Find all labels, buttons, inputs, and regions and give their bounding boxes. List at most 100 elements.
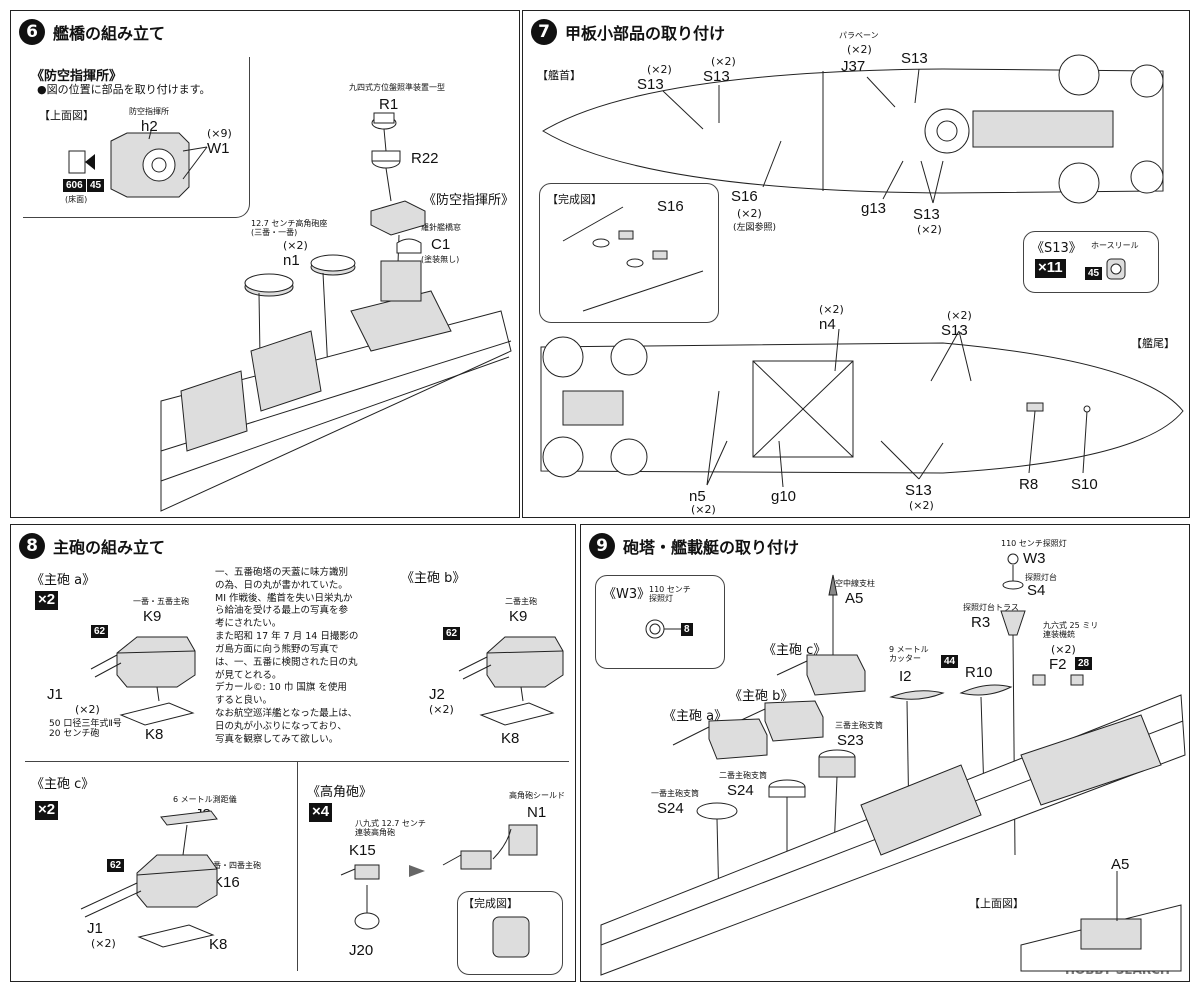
s24b-caption: 一番主砲支筒 (651, 789, 699, 798)
n1-caption: 高角砲シールド (509, 791, 565, 800)
k9-caption: 一番・五番主砲 (133, 597, 189, 606)
part-j37: J37 (841, 58, 866, 75)
divider-line (25, 761, 297, 762)
r1-r22-parts (370, 112, 426, 292)
turret-c-drawing (80, 810, 218, 948)
part-k8: K8 (145, 726, 164, 743)
turret-a-title: 《主砲 a》 (31, 573, 96, 588)
turret-boat-drawing (600, 553, 1186, 976)
j1-multiplier: (×2) (75, 703, 100, 716)
step-number: 7 (531, 19, 557, 45)
hose-reel-icon (1106, 258, 1126, 280)
part-k15: K15 (349, 842, 376, 859)
anti-air-label: 《防空指揮所》 (423, 193, 515, 208)
n1-gun-mounts (244, 254, 356, 422)
s13a-multiplier: (×2) (647, 63, 672, 76)
step-9-panel: 9 砲塔・艦載艇の取り付け 《W3》 110 センチ 探照灯 8 110 センチ… (580, 524, 1190, 982)
bow-deck-plan (542, 54, 1164, 204)
stern-deck-plan (540, 328, 1184, 488)
r3-caption: 探照灯台トラス (963, 603, 1019, 612)
s13b-multiplier: (×2) (711, 55, 736, 68)
part-n4: n4 (819, 316, 836, 333)
main-gun-drawings (80, 636, 564, 958)
part-s16-inset: S16 (657, 198, 684, 215)
c1-note: (塗装無し) (421, 255, 460, 264)
part-r1: R1 (379, 96, 399, 113)
step-number: 6 (19, 19, 45, 45)
part-s23: S23 (837, 732, 864, 749)
step-number: 8 (19, 533, 45, 559)
part-r22: R22 (411, 150, 439, 167)
k9b-caption: 二番主砲 (505, 597, 537, 606)
part-s10: S10 (1071, 476, 1098, 493)
instruction-text: ●図の位置に部品を取り付けます。 (37, 83, 211, 96)
turret-assemblies (672, 654, 866, 906)
f2-aa-guns (1032, 674, 1084, 686)
w3-caption: 110 センチ探照灯 (1001, 539, 1067, 548)
j37-caption: パラベーン (839, 31, 879, 40)
s16-multiplier: (×2) (737, 207, 762, 220)
w3-box-title: 《W3》 (603, 587, 651, 602)
s13d-multiplier: (×2) (917, 223, 942, 236)
part-s13b: S13 (703, 68, 730, 85)
part-g10: g10 (771, 488, 797, 505)
j37-multiplier: (×2) (847, 43, 872, 56)
part-n5: n5 (689, 488, 706, 505)
step-7-panel: 7 甲板小部品の取り付け 【艦首】 【艦尾】 (×2) S13 (×2) S13… (522, 10, 1190, 518)
s13-box-title: 《S13》 (1031, 241, 1082, 256)
stern-label: 【艦尾】 (1131, 337, 1175, 350)
part-s13e: S13 (941, 322, 968, 339)
part-r8: R8 (1019, 476, 1039, 493)
color-badge-45: 45 (87, 179, 105, 192)
color-badge-45: 45 (1085, 267, 1103, 280)
quantity-x2-c: ×2 (35, 801, 59, 820)
part-s13c: S13 (901, 50, 928, 67)
n4-multiplier: (×2) (819, 303, 844, 316)
top-view-ship (1020, 871, 1182, 972)
step-title: 砲塔・艦載艇の取り付け (623, 538, 800, 557)
part-j2: J2 (429, 686, 445, 703)
step-7-header: 7 甲板小部品の取り付け (531, 19, 725, 45)
quantity-x4: ×4 (309, 803, 333, 822)
w3-box-caption: 110 センチ 探照灯 (649, 585, 691, 604)
j1c-multiplier: (×2) (91, 937, 116, 950)
anti-air-inset (23, 57, 250, 218)
ship-hull-section (600, 694, 1186, 976)
step-6-panel: 6 艦橋の組み立て 《防空指揮所》 ●図の位置に部品を取り付けます。 【上面図】… (10, 10, 520, 518)
part-j20: J20 (349, 942, 374, 959)
part-k8c: K8 (209, 936, 228, 953)
part-k9: K9 (143, 608, 162, 625)
h2-caption: 防空指揮所 (129, 107, 169, 116)
c1-caption: 羅針艦橋窓 (421, 223, 461, 232)
part-s24a: S24 (727, 782, 754, 799)
part-r10: R10 (965, 664, 993, 681)
ship-hull-section (160, 260, 512, 512)
turret-b-drawing (458, 636, 564, 726)
turret-a-drawing (90, 636, 196, 726)
ha-gun-title: 《高角砲》 (307, 785, 373, 800)
part-w1: W1 (207, 140, 230, 157)
floor-label: (床面) (65, 195, 88, 204)
step-9-header: 9 砲塔・艦載艇の取り付け (589, 533, 799, 559)
k15-caption: 八九式 12.7 センチ 連装高角砲 (355, 819, 426, 838)
s13-box-caption: ホースリール (1091, 241, 1139, 250)
color-badge-62-a: 62 (91, 625, 109, 638)
color-badge-606: 606 (63, 179, 86, 192)
step-title: 主砲の組み立て (53, 538, 166, 557)
part-n1: N1 (527, 804, 547, 821)
f2-multiplier: (×2) (1051, 643, 1076, 656)
top-view-label: 【上面図】 (39, 109, 94, 122)
part-g13: g13 (861, 200, 887, 217)
step-number: 9 (589, 533, 615, 559)
step-title: 艦橋の組み立て (53, 24, 166, 43)
step-6-header: 6 艦橋の組み立て (19, 19, 165, 45)
turret-b-title: 《主砲 b》 (401, 571, 466, 586)
cutter-boats (889, 684, 1013, 826)
s23-caption: 三番主砲支筒 (835, 721, 883, 730)
quantity-x2-a: ×2 (35, 591, 59, 610)
color-badge-28: 28 (1075, 657, 1093, 670)
part-s13f: S13 (905, 482, 932, 499)
color-badge-44: 44 (941, 655, 959, 668)
top-view-bridge (68, 130, 208, 198)
part-w3: W3 (1023, 550, 1046, 567)
